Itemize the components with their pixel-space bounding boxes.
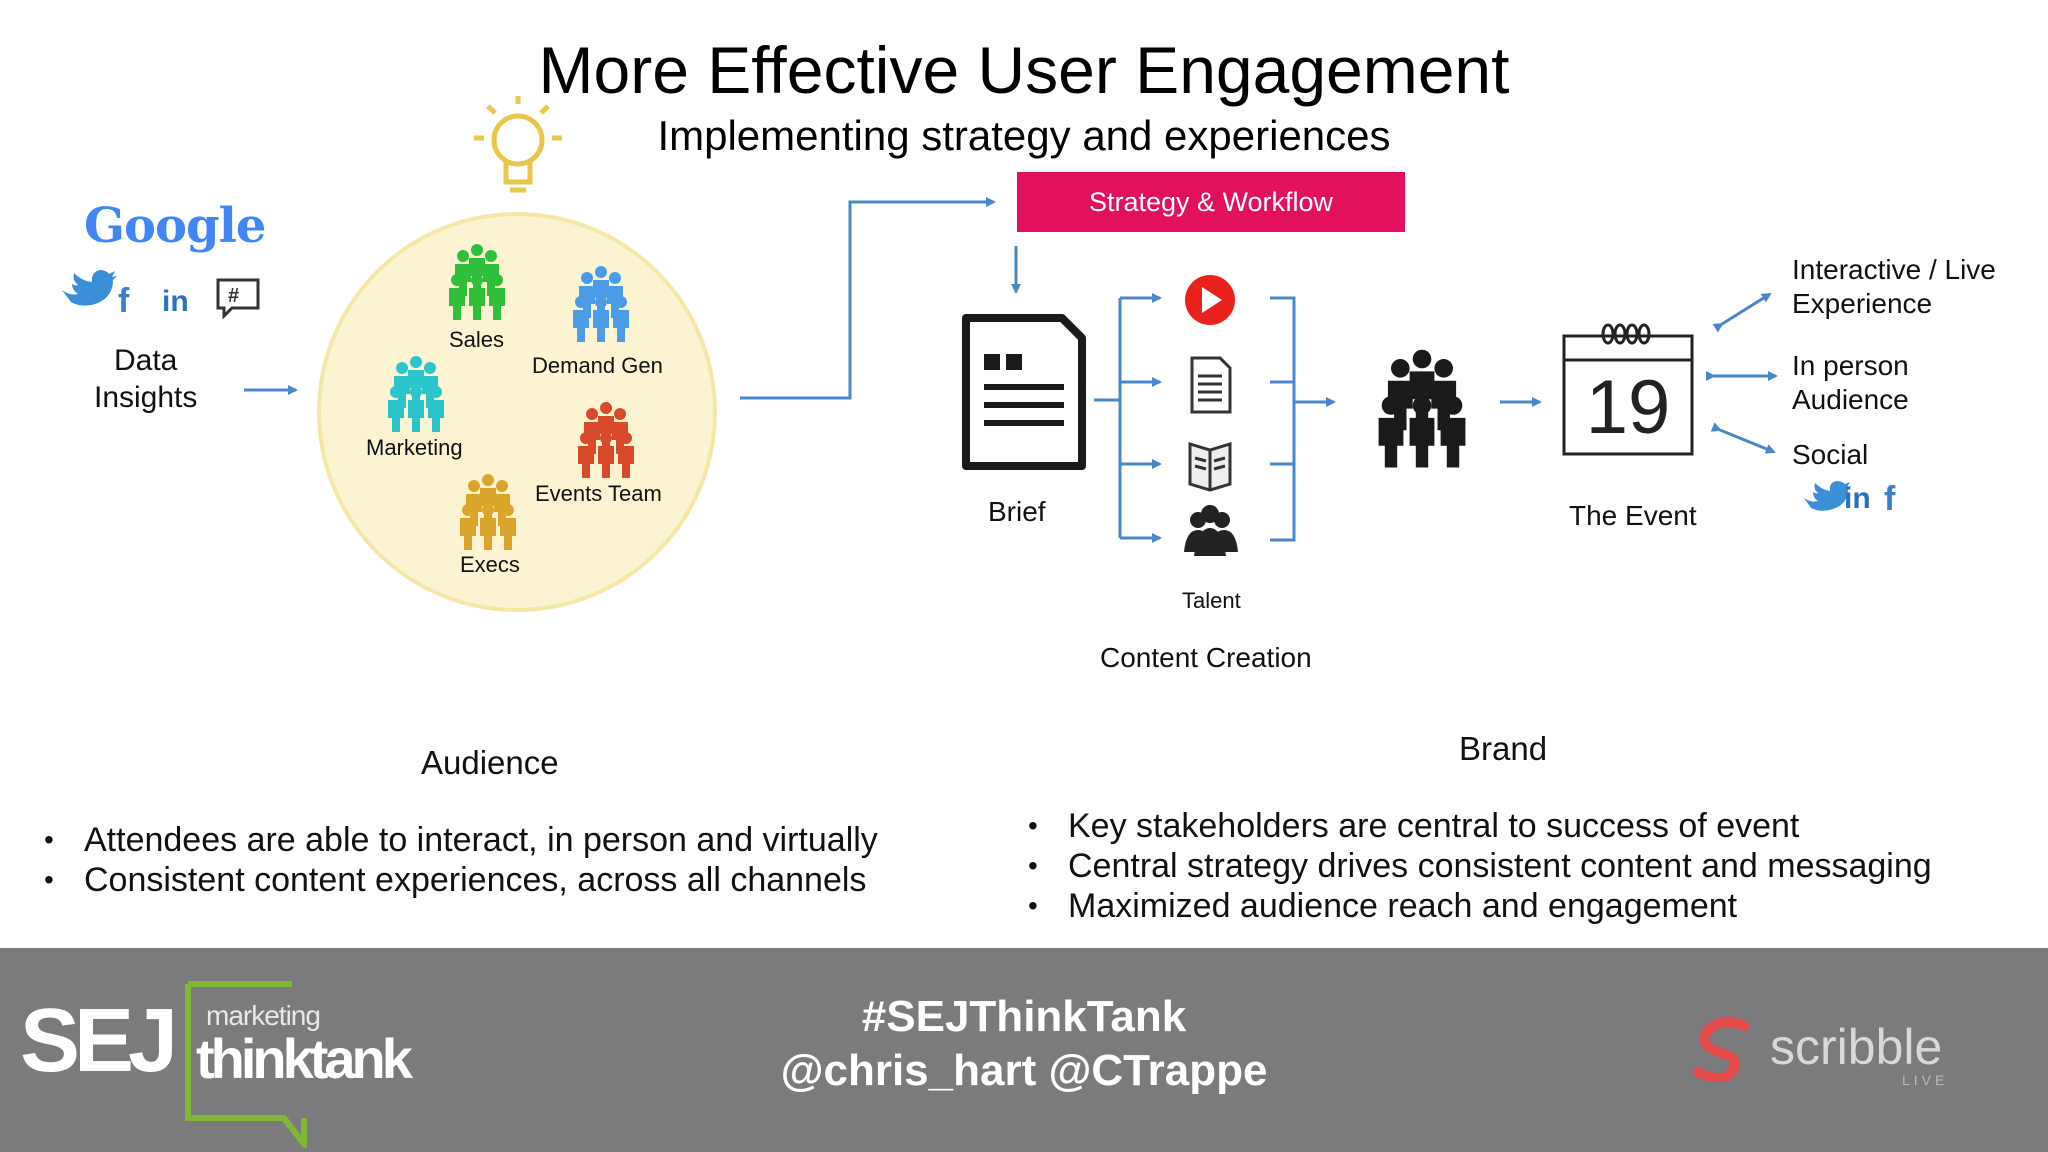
sej-logo: SEJ — [20, 991, 178, 1091]
group-label-demand-gen: Demand Gen — [532, 353, 663, 378]
facebook-icon: f — [1884, 480, 1896, 518]
audience-bullet: Attendees are able to interact, in perso… — [44, 820, 878, 860]
calendar-day: 19 — [1585, 365, 1671, 450]
stakeholders-group-icon — [1379, 350, 1466, 468]
sales-group-icon — [449, 244, 505, 320]
document-icon — [1190, 356, 1232, 414]
facebook-icon: f — [118, 282, 130, 320]
marketing-wordmark: marketing — [206, 1000, 321, 1031]
brand-bullet: Central strategy drives consistent conte… — [1028, 846, 1932, 886]
event-label: The Event — [1569, 500, 1697, 531]
talent-people-icon — [1184, 505, 1238, 556]
audience-heading: Audience — [421, 744, 559, 781]
execs-group-icon — [460, 474, 516, 550]
thinktank-wordmark: thinktank — [196, 1027, 413, 1090]
demand-gen-group-icon — [573, 266, 629, 342]
talent-label: Talent — [1182, 588, 1241, 613]
outcome-in-person-line1: In person — [1792, 350, 1909, 381]
audience-bullet: Consistent content experiences, across a… — [44, 860, 878, 900]
event-calendar-icon — [1562, 323, 1694, 456]
strategy-workflow-box — [1017, 172, 1405, 232]
data-insights-label-line1: Data — [114, 344, 178, 377]
linkedin-icon: in — [1844, 482, 1871, 515]
twitter-icon — [62, 270, 117, 306]
audience-circle — [317, 212, 717, 612]
events-team-group-icon — [578, 402, 634, 478]
outcome-interactive-line2: Experience — [1792, 288, 1933, 319]
thinktank-bubble-icon — [185, 981, 307, 1148]
group-label-execs: Execs — [460, 552, 520, 577]
footer-handles: @chris_hart @CTrappe — [780, 1046, 1268, 1095]
audience-bullets: Attendees are able to interact, in perso… — [44, 820, 878, 900]
outcome-social-icons: in f — [1804, 480, 1896, 518]
brand-bullet: Key stakeholders are central to success … — [1028, 806, 1932, 846]
brand-bullets: Key stakeholders are central to success … — [1028, 806, 1932, 926]
content-creation-label: Content Creation — [1100, 642, 1312, 673]
slide-title: More Effective User Engagement — [538, 33, 1510, 107]
scribble-wordmark: scribble — [1770, 1019, 1943, 1075]
twitter-icon — [1804, 481, 1851, 511]
brand-bullet: Maximized audience reach and engagement — [1028, 886, 1932, 926]
footer-bar: SEJ marketing thinktank #SEJThinkTank @c… — [0, 948, 2048, 1152]
group-label-marketing: Marketing — [366, 435, 463, 460]
data-insights-label-line2: Insights — [94, 381, 198, 414]
brief-label: Brief — [988, 496, 1046, 527]
strategy-workflow-label: Strategy & Workflow — [1088, 187, 1334, 217]
group-label-sales: Sales — [449, 327, 505, 352]
brand-heading: Brand — [1459, 730, 1548, 767]
lightbulb-icon — [474, 96, 562, 193]
book-icon — [1188, 441, 1232, 492]
linkedin-icon: in — [162, 285, 189, 318]
play-icon — [1185, 275, 1235, 325]
outcome-interactive-line1: Interactive / Live — [1792, 254, 1996, 285]
scribble-s-logo-icon — [1694, 1016, 1749, 1082]
data-insights-social-icons: f in # — [62, 270, 260, 320]
outcome-in-person-line2: Audience — [1792, 384, 1909, 415]
scribble-live-tag: LIVE — [1902, 1072, 1949, 1088]
group-label-events-team: Events Team — [535, 481, 662, 506]
svg-text:#: # — [228, 285, 239, 307]
diagram-canvas: f in # — [62, 96, 1896, 612]
slide-subtitle: Implementing strategy and experiences — [657, 112, 1391, 159]
brief-document-icon — [962, 314, 1086, 470]
footer-hashtag: #SEJThinkTank — [861, 992, 1187, 1041]
hashtag-chat-icon: # — [216, 278, 260, 320]
google-logo: Google — [84, 198, 266, 254]
marketing-group-icon — [388, 356, 444, 432]
outcome-social: Social — [1792, 439, 1869, 470]
